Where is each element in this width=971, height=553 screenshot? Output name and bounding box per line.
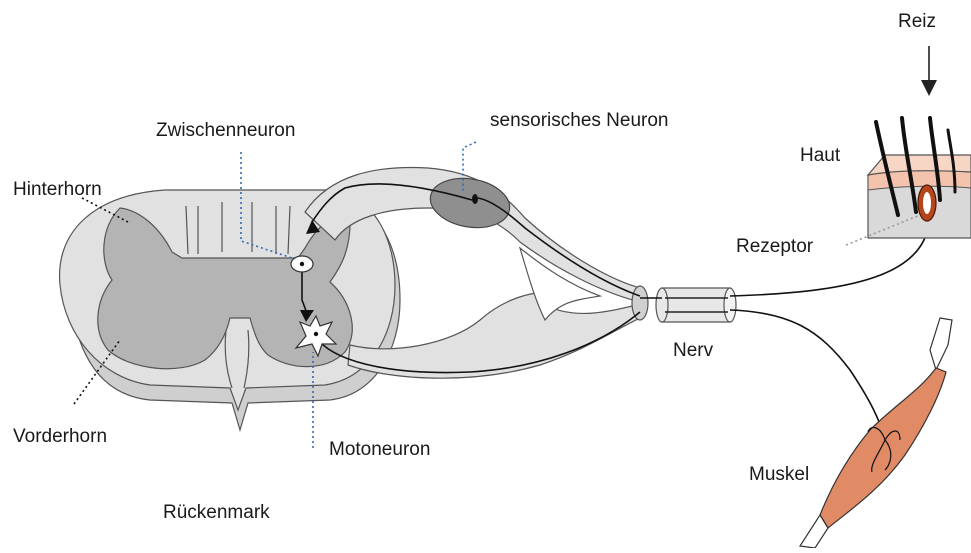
label-reiz: Reiz xyxy=(898,12,936,31)
muscle-belly xyxy=(820,368,946,528)
skin xyxy=(868,118,971,238)
nerve-body xyxy=(662,288,730,322)
label-zwischenneuron: Zwischenneuron xyxy=(156,121,295,140)
label-rezeptor: Rezeptor xyxy=(736,237,813,256)
nerve xyxy=(656,288,736,322)
muscle-tendon-top xyxy=(930,318,952,370)
label-muskel: Muskel xyxy=(749,465,809,484)
muscle xyxy=(800,318,952,548)
label-sensorisches-neuron: sensorisches Neuron xyxy=(490,111,668,130)
label-hinterhorn: Hinterhorn xyxy=(13,180,102,199)
sensory-neuron-soma xyxy=(472,194,478,204)
label-haut: Haut xyxy=(800,146,840,165)
label-vorderhorn: Vorderhorn xyxy=(13,427,107,446)
label-motoneuron: Motoneuron xyxy=(329,440,430,459)
label-rueckenmark: Rückenmark xyxy=(163,503,270,522)
label-nerv: Nerv xyxy=(673,341,713,360)
root-end xyxy=(632,286,648,320)
